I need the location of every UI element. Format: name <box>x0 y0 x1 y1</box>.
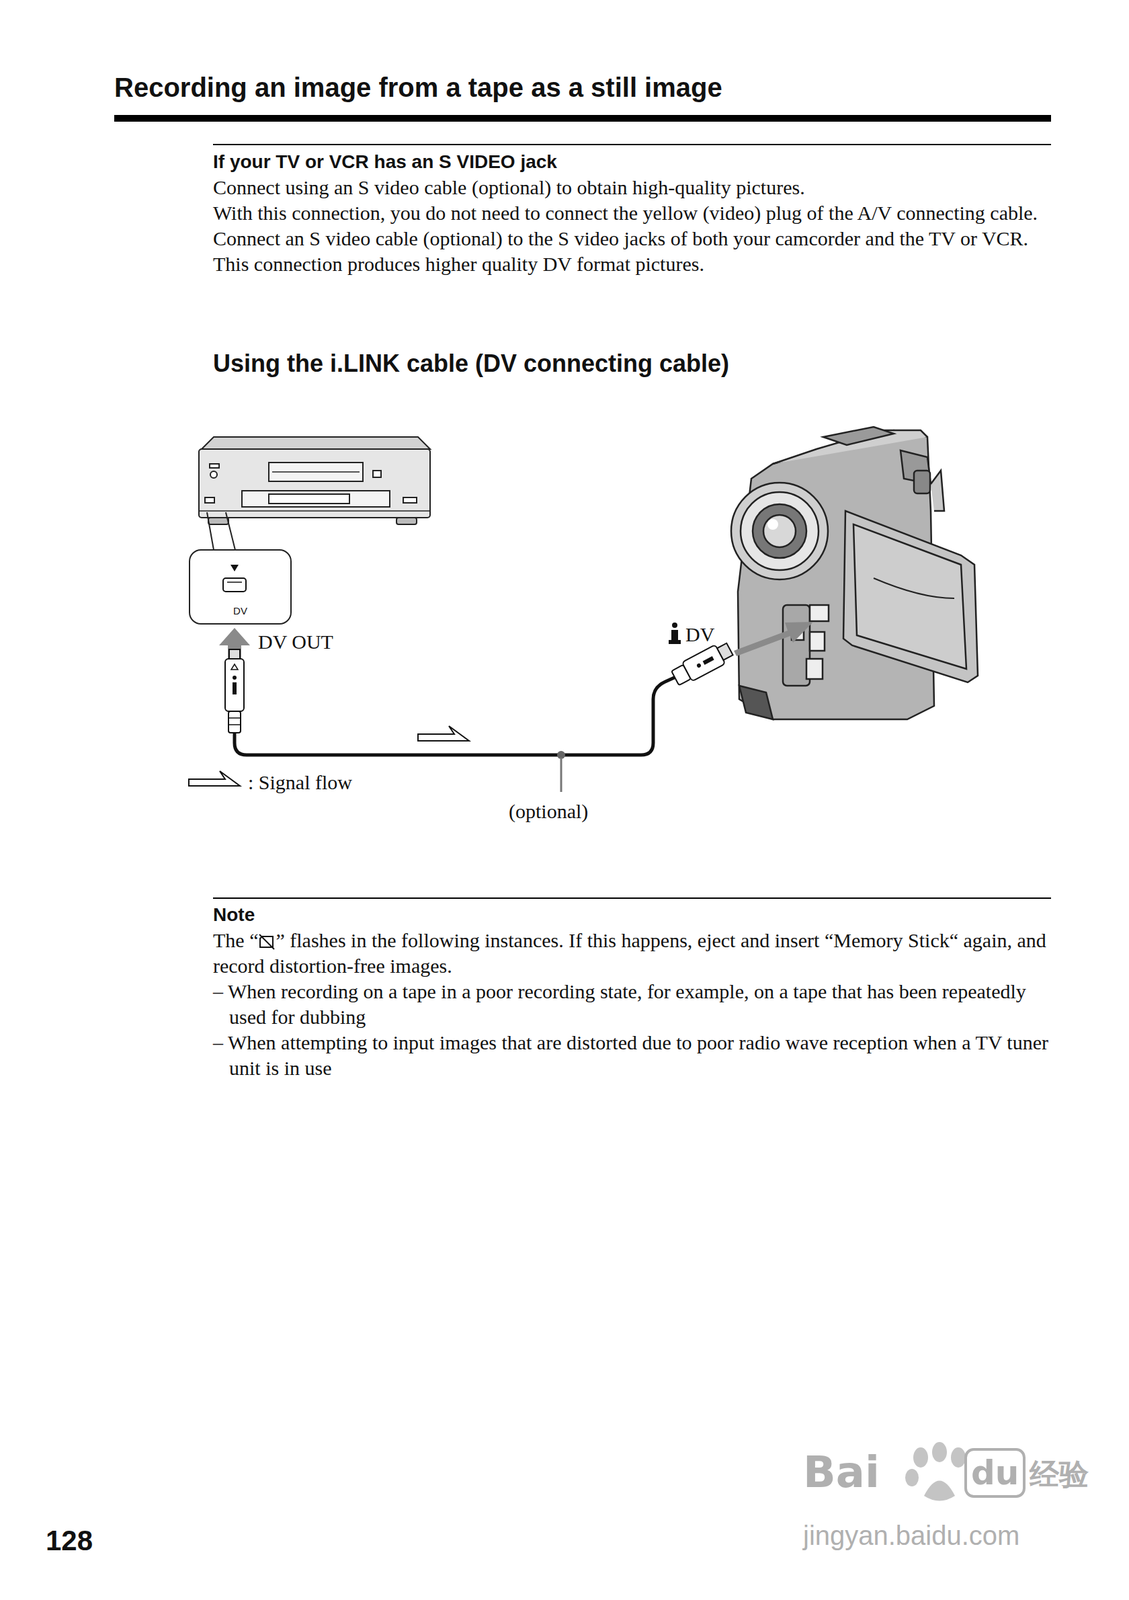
port-name: DV OUT <box>258 629 334 655</box>
note-item: – When recording on a tape in a poor rec… <box>213 978 1054 1030</box>
note-heading: Note <box>213 901 1054 928</box>
memory-stick-icon <box>258 932 276 950</box>
note-item: – When attempting to input images that a… <box>213 1029 1054 1081</box>
watermark-text: Bai <box>803 1444 880 1499</box>
watermark-text: du <box>964 1447 1026 1498</box>
dv-cable <box>234 674 681 755</box>
inset-box: DV <box>188 549 292 625</box>
vcr-illustration <box>198 436 431 550</box>
page-number: 128 <box>45 1524 93 1557</box>
dv-port-icon <box>223 564 246 592</box>
body-text: With this connection, you do not need to… <box>213 200 1054 226</box>
cable-note: (optional) <box>508 798 589 824</box>
title-rule <box>114 114 1052 122</box>
note-rule <box>213 897 1052 899</box>
section-heading: If your TV or VCR has an S VIDEO jack <box>213 149 1054 175</box>
section-rule <box>213 143 1052 146</box>
watermark: Bai du经验 <box>803 1444 1086 1506</box>
note-paragraph: The “” flashes in the following instance… <box>213 927 1054 979</box>
port-name: DV <box>685 621 715 648</box>
note-text: ” flashes in the following instances. If… <box>213 928 1047 977</box>
camcorder-illustration <box>731 426 978 720</box>
body-text: Connect an S video cable (optional) to t… <box>213 225 1054 252</box>
subheading: Using the i.LINK cable (DV connecting ca… <box>213 349 730 378</box>
body-text: This connection produces higher quality … <box>213 251 1054 277</box>
body-text: Connect using an S video cable (optional… <box>213 174 1054 201</box>
leader-line <box>560 757 563 792</box>
svideo-section: If your TV or VCR has an S VIDEO jackCon… <box>213 149 1054 277</box>
camcorder-plug <box>670 639 735 687</box>
note-section: NoteThe “” flashes in the following inst… <box>213 901 1054 1081</box>
port-label: DV <box>190 604 291 617</box>
signal-flow-arrow <box>417 725 470 741</box>
ilink-icon <box>668 622 681 644</box>
page-title: Recording an image from a tape as a stil… <box>114 72 723 103</box>
legend-arrow <box>188 770 240 786</box>
dv-plug <box>225 649 244 733</box>
watermark-text: 经验 <box>1029 1450 1089 1498</box>
jack-arrow <box>733 621 814 656</box>
watermark-url: jingyan.baidu.com <box>803 1520 1020 1551</box>
note-text: The “ <box>213 928 259 951</box>
watermark-paw <box>905 1441 966 1501</box>
legend-text: : Signal flow <box>247 769 353 796</box>
